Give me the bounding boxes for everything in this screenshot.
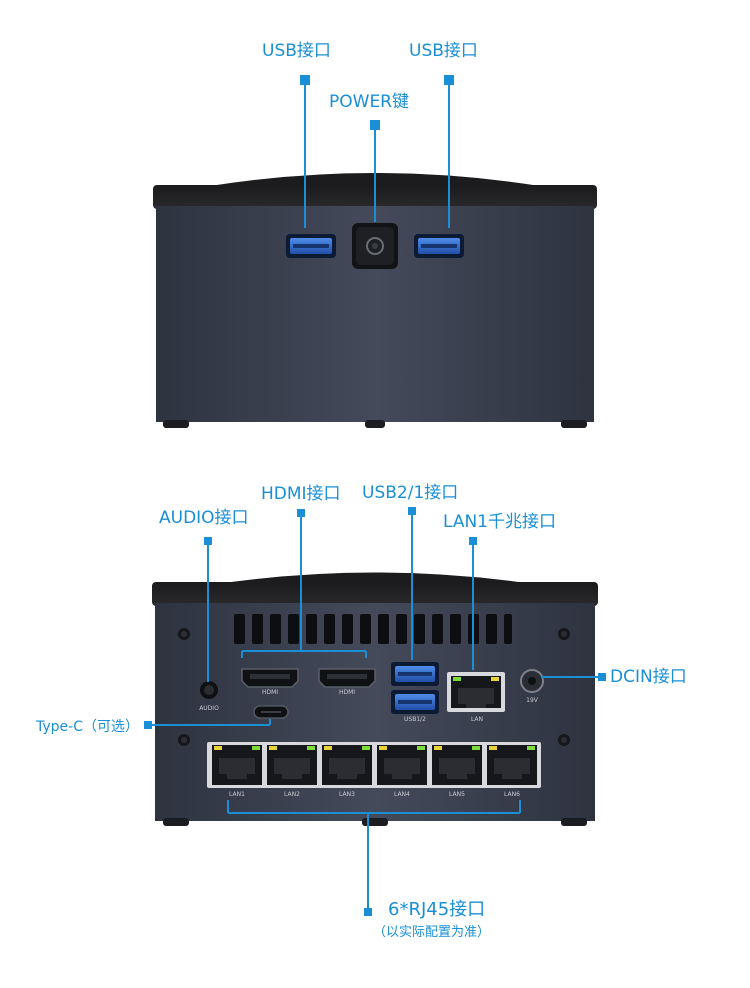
- power-button: [352, 223, 398, 269]
- hdmi-port-1: [241, 668, 299, 688]
- usb-right-label: USB接口: [409, 41, 478, 61]
- lan-port-2-text: LAN2: [284, 791, 300, 798]
- rj45-note: （以实际配置为准）: [373, 925, 491, 940]
- lan-port-1-text: LAN1: [229, 791, 245, 798]
- audio-jack: [200, 681, 218, 699]
- rj45-label: 6*RJ45接口: [388, 899, 486, 920]
- rj45-port-2: [267, 745, 317, 785]
- vent-grille: [234, 614, 512, 644]
- callout-dots: [144, 75, 606, 916]
- hdmi-label: HDMI接口: [261, 484, 341, 504]
- callout-lines: [149, 80, 603, 912]
- rj45-port-1: [212, 745, 262, 785]
- usb-left-label: USB接口: [262, 41, 331, 61]
- hdmi2-port-text: HDMI: [338, 689, 356, 696]
- usb-rear-label: USB2/1接口: [362, 483, 459, 503]
- audio-label: AUDIO接口: [159, 508, 249, 528]
- rj45-port-6: [487, 745, 537, 785]
- lan-port-3-text: LAN3: [339, 791, 355, 798]
- usb-port-text: USB1/2: [404, 716, 426, 723]
- dc-in-jack: [520, 669, 544, 693]
- lan-port-text: LAN: [470, 716, 484, 723]
- rear-usb-ports: [391, 662, 439, 714]
- power-key-label: POWER键: [329, 92, 409, 112]
- front-usb-port-left: [286, 234, 336, 258]
- hdmi1-port-text: HDMI: [261, 689, 279, 696]
- dc-port-text: 19V: [526, 697, 538, 704]
- rj45-port-4: [377, 745, 427, 785]
- lan-port-6-text: LAN6: [504, 791, 520, 798]
- lan1-label: LAN1千兆接口: [443, 512, 557, 532]
- type-c-port: [253, 705, 289, 719]
- dcin-label: DCIN接口: [610, 667, 687, 687]
- rj45-port-5: [432, 745, 482, 785]
- hdmi-port-2: [318, 668, 376, 688]
- front-usb-port-right: [414, 234, 464, 258]
- audio-port-text: AUDIO: [199, 705, 219, 712]
- lan-port-4-text: LAN4: [394, 791, 410, 798]
- lan-port-5-text: LAN5: [449, 791, 465, 798]
- rj45-port-3: [322, 745, 372, 785]
- lan1-port: [447, 672, 505, 712]
- type-c-label: Type-C（可选）: [36, 719, 139, 735]
